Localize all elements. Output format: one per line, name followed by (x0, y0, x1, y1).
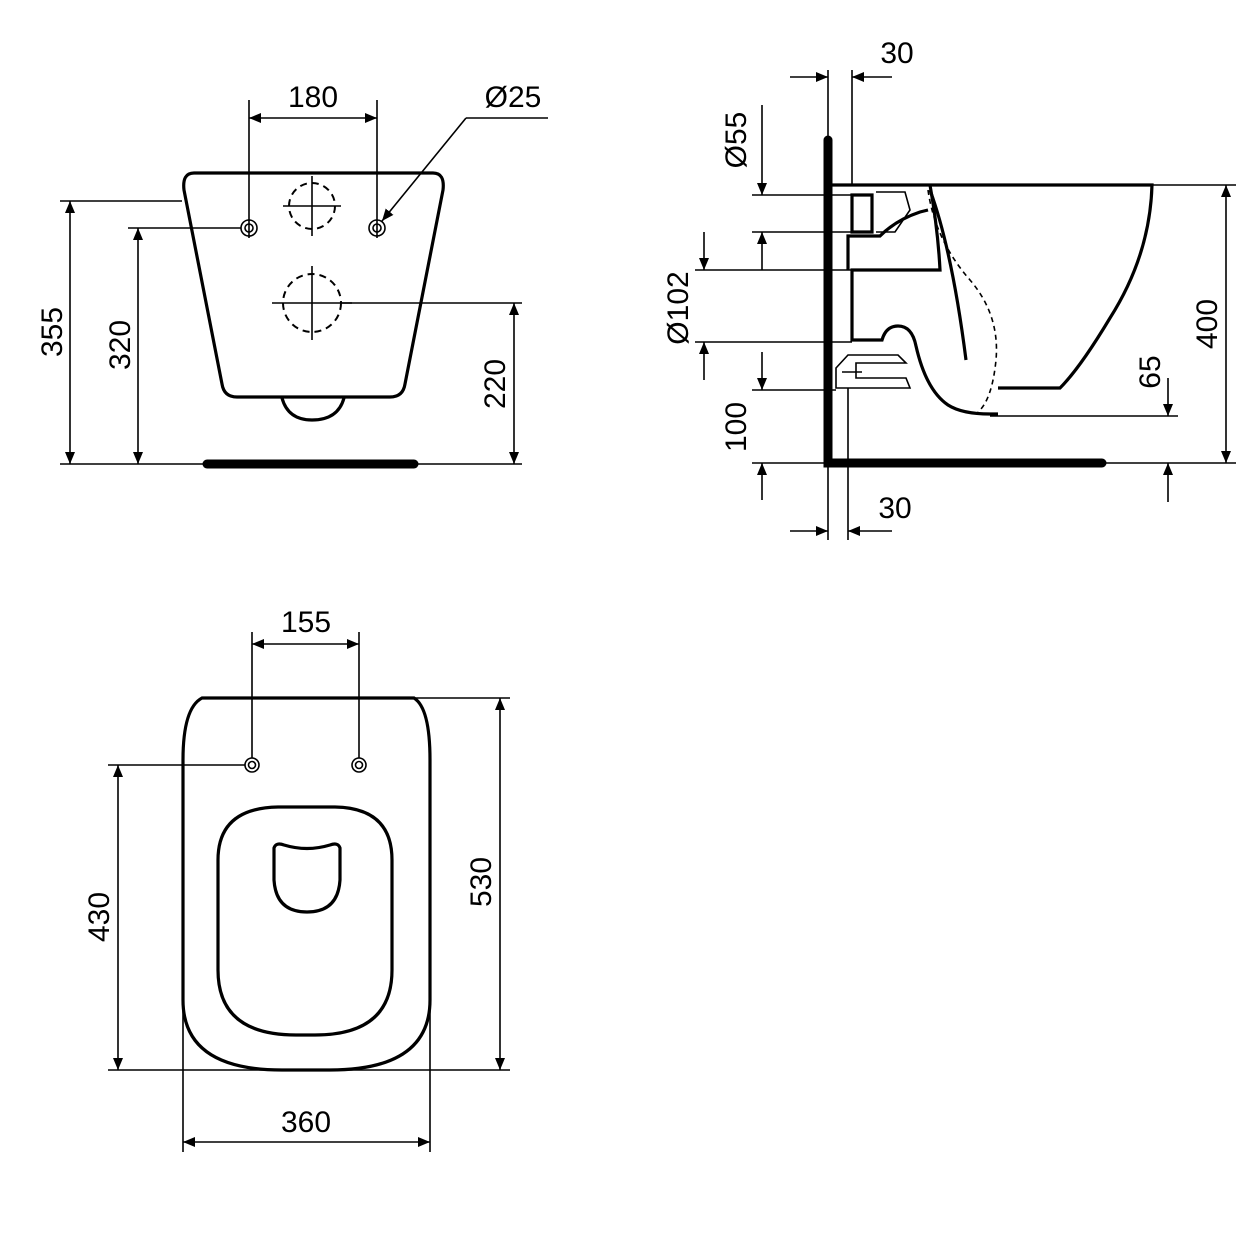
side-trap-outline (846, 208, 929, 270)
leader-diameter-25 (381, 117, 467, 222)
side-outlet-connector (835, 354, 912, 389)
dim-label-360: 360 (281, 1106, 331, 1139)
dim-label-220: 220 (479, 359, 512, 409)
top-view: 155 430 530 360 (83, 606, 510, 1152)
dim-label-100: 100 (720, 402, 753, 452)
dim-label-diameter-25: Ø25 (485, 81, 542, 114)
inlet-circle (283, 176, 341, 236)
side-wall-floor (823, 135, 1107, 468)
dim-label-diameter-55: Ø55 (720, 112, 753, 169)
dim-label-65: 65 (1134, 355, 1167, 388)
front-view: 180 Ø25 355 320 220 (36, 81, 548, 469)
top-water-outlet (272, 842, 342, 914)
side-inlet-pipe (850, 193, 874, 234)
dim-label-530: 530 (465, 857, 498, 907)
side-inlet-connector (876, 191, 911, 233)
side-inner-channel (850, 184, 998, 416)
side-bowl-outline (930, 183, 1154, 390)
top-inner-opening (216, 805, 394, 1037)
side-view: 30 Ø55 Ø102 100 400 65 30 (662, 37, 1236, 540)
dim-label-diameter-102: Ø102 (662, 271, 695, 344)
dim-label-355: 355 (36, 307, 69, 357)
dim-label-430: 430 (83, 892, 116, 942)
dim-label-320: 320 (104, 320, 137, 370)
fixing-bolt-right (368, 100, 386, 238)
front-outlet-lip (280, 397, 346, 422)
side-inner-bowl (928, 189, 968, 361)
dim-label-30-top: 30 (880, 37, 913, 70)
side-dashed-channel (927, 189, 998, 413)
dim-label-180: 180 (288, 81, 338, 114)
dim-label-30-bottom: 30 (878, 492, 911, 525)
front-bowl-outline (182, 171, 445, 399)
dim-label-155: 155 (281, 606, 331, 639)
dim-label-400: 400 (1191, 299, 1224, 349)
top-bolt-right (351, 632, 367, 773)
fixing-bolt-left (240, 100, 258, 238)
top-bolt-left (244, 632, 260, 773)
